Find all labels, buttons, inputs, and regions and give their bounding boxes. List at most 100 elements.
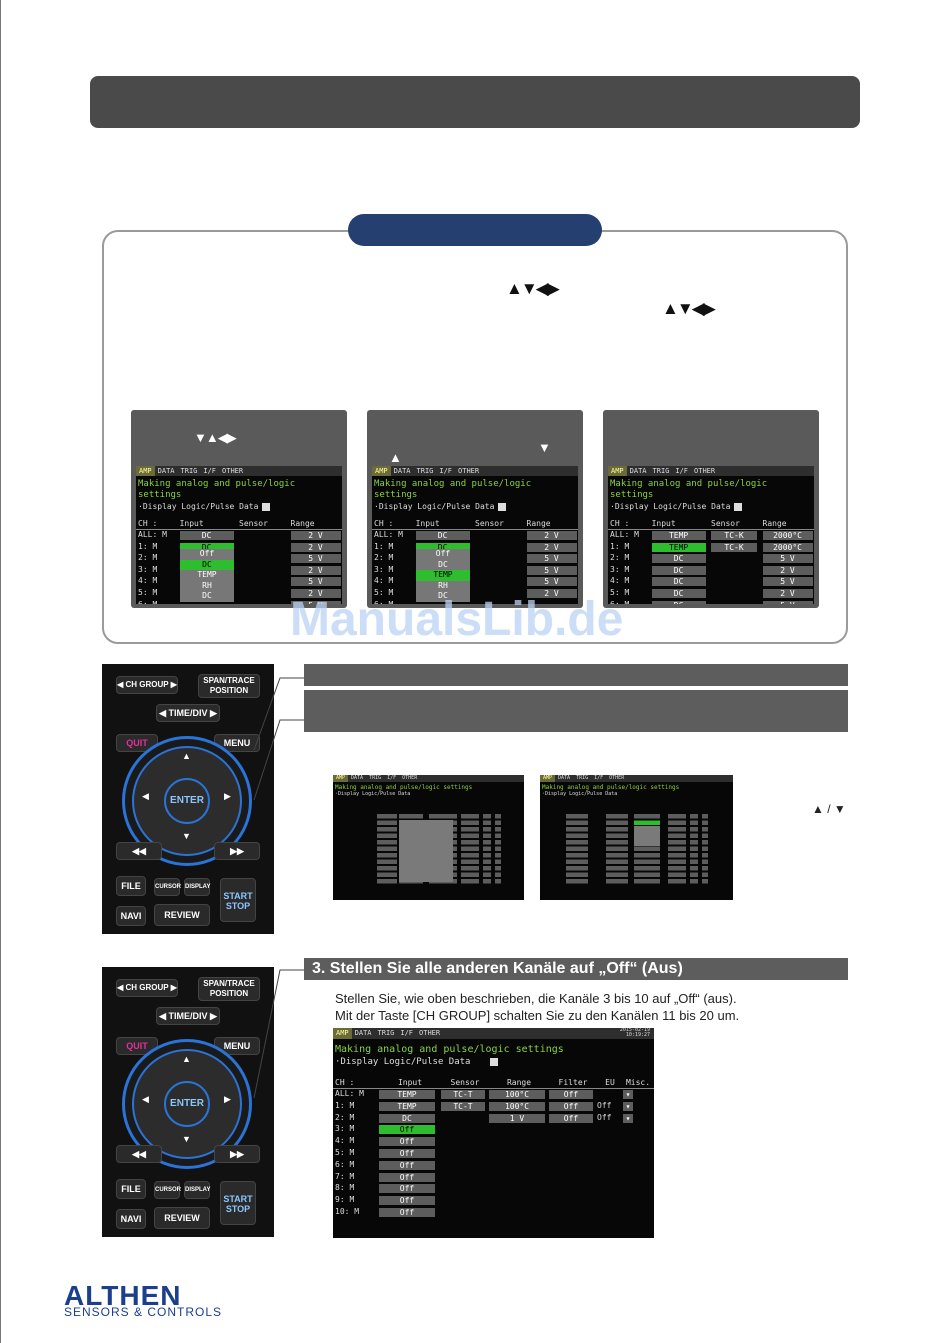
input-select[interactable]: DC	[415, 531, 470, 540]
misc-select[interactable]: ▾	[623, 1101, 633, 1111]
filter-select[interactable]: Off	[549, 1090, 593, 1099]
input-select[interactable]: DC	[651, 588, 706, 598]
input-select[interactable]: TEMP	[651, 542, 706, 552]
sensor-select[interactable]: TC-K	[711, 542, 758, 552]
range-select[interactable]: 2000°C	[762, 542, 813, 552]
range-select[interactable]: 2 V	[290, 531, 341, 540]
input-select[interactable]: Off	[379, 1184, 435, 1194]
misc-select[interactable]: ▾	[623, 1113, 633, 1123]
navi-button[interactable]: NAVI	[116, 1209, 146, 1229]
navi-button[interactable]: NAVI	[116, 906, 146, 926]
file-button[interactable]: FILE	[116, 876, 146, 896]
input-select[interactable]: TEMP	[379, 1090, 435, 1099]
range-select[interactable]: 100°C	[489, 1101, 545, 1111]
cursor-button[interactable]: CURSOR	[154, 878, 181, 896]
review-button[interactable]: REVIEW	[154, 1207, 210, 1229]
input-select[interactable]: DC	[379, 1113, 435, 1123]
filter-select[interactable]: Off	[549, 1113, 593, 1123]
review-button[interactable]: REVIEW	[154, 904, 210, 926]
input-select[interactable]: Off	[379, 1137, 435, 1147]
dropdown-option[interactable]: DC	[438, 591, 448, 601]
enter-button[interactable]: ENTER	[164, 778, 210, 824]
range-select[interactable]: 5 V	[762, 600, 813, 604]
file-button[interactable]: FILE	[116, 1179, 146, 1199]
sensor-select[interactable]: TC-T	[441, 1090, 485, 1099]
dropdown-option[interactable]: DC	[438, 559, 448, 569]
down-arrow-icon[interactable]: ▼	[182, 1134, 191, 1144]
up-arrow-icon[interactable]: ▲	[182, 1054, 191, 1064]
range-select[interactable]: 2 V	[290, 588, 341, 598]
input-select[interactable]: TEMP	[651, 531, 706, 540]
up-arrow-icon[interactable]: ▲	[182, 751, 191, 761]
down-arrow-icon[interactable]: ▼	[182, 831, 191, 841]
range-select[interactable]: 1 V	[489, 1113, 545, 1123]
range-select[interactable]: 5 V	[290, 554, 341, 564]
range-select[interactable]: 2000°C	[762, 531, 813, 540]
input-dropdown[interactable]: Off DC TEMP RH DC	[180, 549, 234, 602]
input-select[interactable]: Off	[379, 1125, 435, 1135]
range-select[interactable]: 5 V	[762, 577, 813, 587]
dropdown-option[interactable]: RH	[438, 580, 448, 590]
input-dropdown[interactable]: Off DC TEMP RH DC	[416, 549, 470, 602]
display-button[interactable]: DISPLAY	[184, 1181, 210, 1199]
range-select[interactable]: 2 V	[762, 565, 813, 575]
input-select[interactable]: DC	[179, 531, 234, 540]
range-select[interactable]: 5 V	[526, 565, 577, 575]
range-select[interactable]: 5 V	[526, 577, 577, 587]
filter-select[interactable]: Off	[549, 1101, 593, 1111]
range-select[interactable]: 5 V	[290, 600, 341, 604]
display-button[interactable]: DISPLAY	[184, 878, 210, 896]
range-select[interactable]: 2 V	[526, 542, 577, 552]
sensor-select[interactable]: TC-T	[441, 1101, 485, 1111]
range-select[interactable]: 2 V	[762, 588, 813, 598]
input-select[interactable]: DC	[651, 577, 706, 587]
input-select[interactable]: DC	[415, 542, 470, 552]
dropdown-option[interactable]: Off	[435, 549, 451, 558]
left-arrow-icon[interactable]: ◀	[142, 1094, 149, 1104]
ch-group-button[interactable]: ◀ CH GROUP ▶	[116, 676, 178, 694]
range-select[interactable]: 100°C	[489, 1090, 545, 1099]
input-select[interactable]: DC	[651, 565, 706, 575]
fast-forward-button[interactable]: ▶▶	[214, 1145, 260, 1163]
enter-button[interactable]: ENTER	[164, 1081, 210, 1127]
input-select[interactable]: Off	[379, 1148, 435, 1158]
range-select[interactable]: 5 V	[526, 554, 577, 564]
input-select[interactable]: Off	[379, 1160, 435, 1170]
range-select[interactable]: 2 V	[526, 588, 577, 598]
input-select[interactable]: Off	[379, 1207, 435, 1217]
range-select[interactable]: 5 V	[290, 577, 341, 587]
dropdown-option[interactable]: Off	[199, 549, 215, 558]
time-div-button[interactable]: ◀ TIME/DIV ▶	[156, 1007, 220, 1025]
left-arrow-icon[interactable]: ◀	[142, 791, 149, 801]
range-select[interactable]: 2 V	[290, 542, 341, 552]
input-select[interactable]: DC	[179, 542, 234, 552]
ch-group-button[interactable]: ◀ CH GROUP ▶	[116, 979, 178, 997]
cursor-button[interactable]: CURSOR	[154, 1181, 181, 1199]
range-select[interactable]: 5 V	[762, 554, 813, 564]
sensor-select[interactable]: TC-K	[711, 531, 758, 540]
time-div-button[interactable]: ◀ TIME/DIV ▶	[156, 704, 220, 722]
dropdown-option-selected[interactable]: DC	[180, 559, 234, 571]
input-select[interactable]: DC	[651, 554, 706, 564]
misc-select[interactable]: ▾	[623, 1090, 633, 1099]
input-select[interactable]: TEMP	[379, 1101, 435, 1111]
dropdown-option[interactable]: TEMP	[197, 570, 217, 580]
dropdown-option-selected[interactable]: TEMP	[416, 570, 470, 581]
input-select[interactable]: DC	[651, 600, 706, 604]
input-select[interactable]: Off	[379, 1172, 435, 1182]
rewind-button[interactable]: ◀◀	[116, 842, 162, 860]
fast-forward-button[interactable]: ▶▶	[214, 842, 260, 860]
input-select[interactable]: Off	[379, 1196, 435, 1206]
range-select[interactable]: 2 V	[290, 565, 341, 575]
menu-button[interactable]: MENU	[214, 734, 260, 752]
right-arrow-icon[interactable]: ▶	[224, 1094, 231, 1104]
dropdown-option[interactable]: DC	[202, 591, 212, 601]
rewind-button[interactable]: ◀◀	[116, 1145, 162, 1163]
right-arrow-icon[interactable]: ▶	[224, 791, 231, 801]
dropdown-option[interactable]: RH	[202, 580, 212, 590]
range-select[interactable]: 2 V	[526, 531, 577, 540]
